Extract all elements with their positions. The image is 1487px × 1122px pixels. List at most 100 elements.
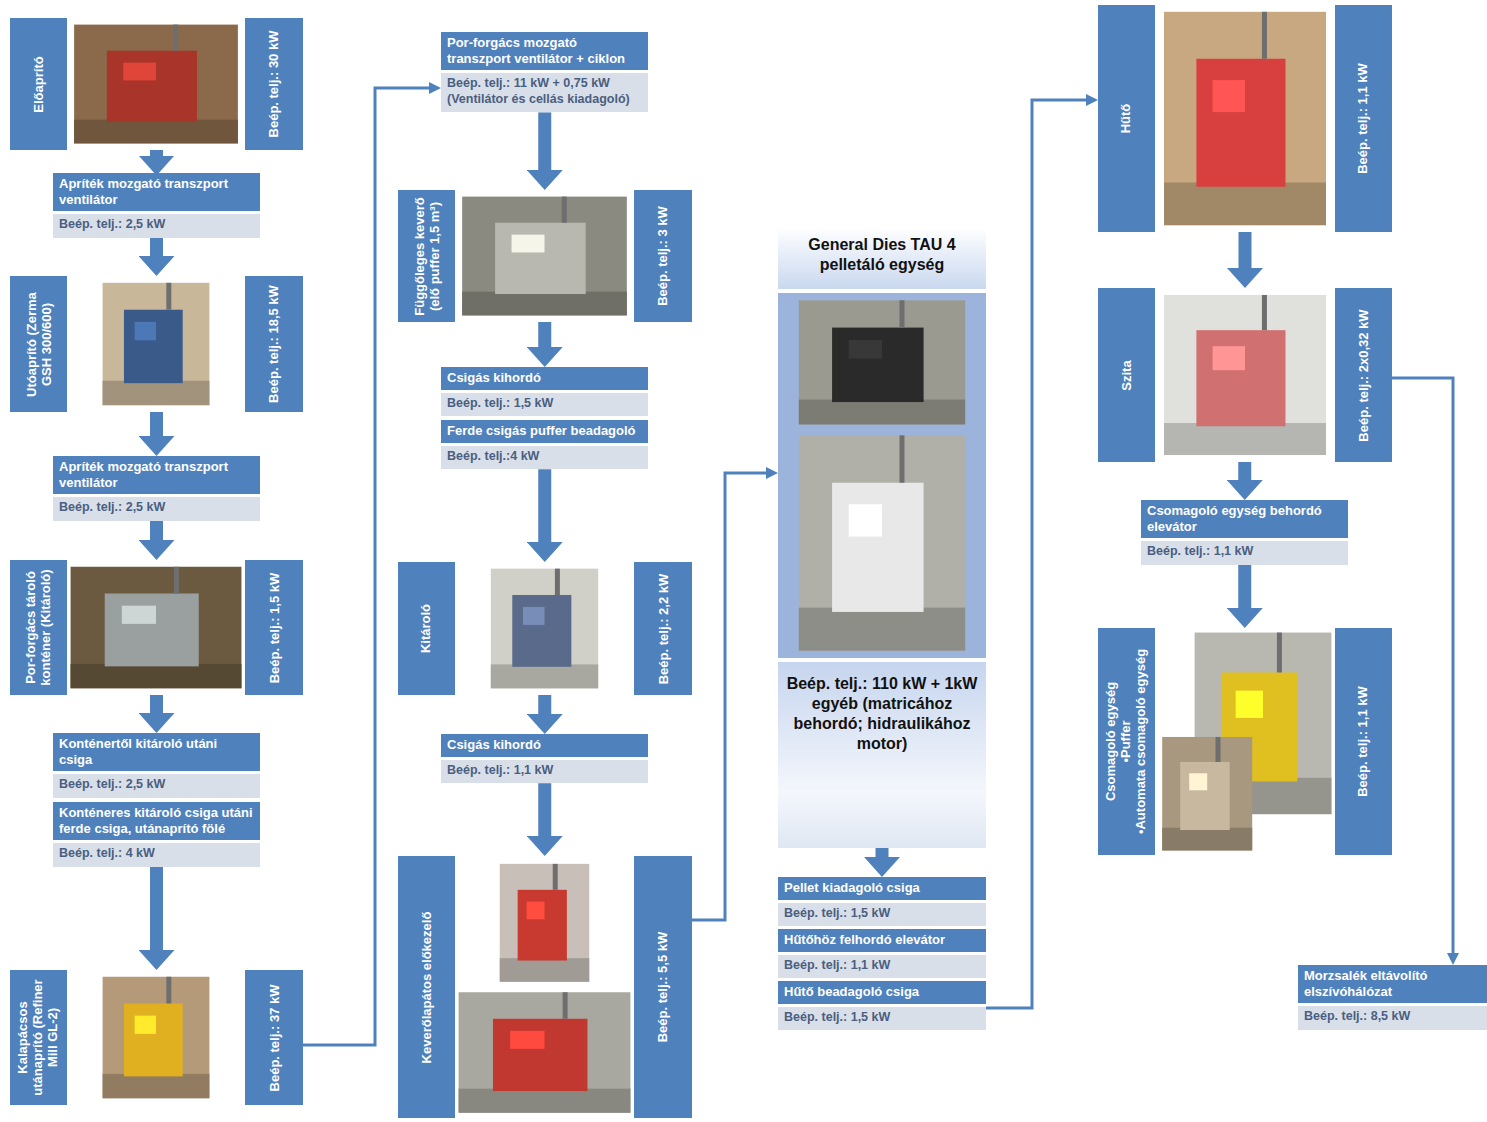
rotated-label: Keverőlapátos előkezelő: [398, 861, 455, 1113]
flow-arrow: [538, 469, 551, 548]
power-cell: Beép. telj.: 1,5 kW: [245, 560, 303, 695]
power-rating: Beép. telj.: 4 kW: [53, 843, 260, 867]
photo-frame: [67, 970, 245, 1105]
flow-arrow: [150, 238, 163, 262]
rotated-label: Beép. telj.: 18,5 kW: [245, 281, 303, 407]
step-title: Morzsalék eltávolító elszívóhálózat: [1298, 965, 1487, 1003]
rotated-label: Beép. telj.: 30 kW: [245, 23, 303, 145]
photo-frame: [67, 560, 245, 695]
process-step: Apríték mozgató transzport ventilátorBeé…: [53, 456, 260, 521]
flow-arrow: [150, 695, 163, 719]
power-rating: Beép. telj.: 1,1 kW: [1356, 63, 1371, 174]
equipment-box: Kalapácsos utánaprító (Refiner Mill GL-2…: [10, 970, 303, 1105]
flow-arrow: [538, 322, 551, 353]
flow-arrow: [150, 867, 163, 956]
rotated-label: Utóaprító (Zerma GSH 300/600): [10, 281, 67, 407]
step-title: Csomagoló egység behordó elevátor: [1141, 500, 1348, 538]
equipment-name: Szita: [1119, 360, 1134, 390]
photo-frame: [1155, 288, 1335, 462]
routed-arrow: [692, 473, 768, 920]
step-title: Csigás kihordó: [441, 734, 648, 757]
process-step: Konténertől kitároló utáni csigaBeép. te…: [53, 733, 260, 798]
photo-frame: [67, 276, 245, 412]
equipment-name: Utóaprító (Zerma GSH 300/600): [24, 281, 54, 407]
equipment-name: Por-forgács tároló konténer (Kitároló): [24, 565, 54, 690]
equipment-name: Kitároló: [419, 604, 434, 653]
process-step: Konténeres kitároló csiga utáni ferde cs…: [53, 802, 260, 867]
photo-layer: [67, 276, 245, 412]
process-step: Csigás kihordóBeép. telj.: 1,1 kW: [441, 734, 648, 783]
flow-arrow: [538, 695, 551, 720]
rotated-label: Beép. telj.: 3 kW: [634, 195, 692, 317]
power-cell: Beép. telj.: 30 kW: [245, 18, 303, 150]
power-cell: Beép. telj.: 1,1 kW: [1335, 5, 1392, 232]
equipment-photo: [459, 992, 631, 1113]
equipment-photo: [799, 300, 965, 424]
pelletizer-unit: General Dies TAU 4 pelletáló egységBeép.…: [778, 227, 986, 848]
equipment-photo: [1162, 737, 1252, 850]
power-rating: Beép. telj.: 110 kW + 1kW egyéb (matricá…: [778, 658, 986, 848]
photo-layer: [67, 560, 245, 695]
step-title: Ferde csigás puffer beadagoló: [441, 420, 648, 443]
label-cell: Utóaprító (Zerma GSH 300/600): [10, 276, 67, 412]
routed-arrow: [986, 100, 1088, 1008]
rotated-label: Hűtő: [1098, 10, 1155, 227]
process-step: Csigás kihordóBeép. telj.: 1,5 kW: [441, 367, 648, 416]
equipment-box: ElőaprítóBeép. telj.: 30 kW: [10, 18, 303, 150]
power-rating: Beép. telj.: 1,1 kW: [1356, 686, 1371, 797]
step-title: Pellet kiadagoló csiga: [778, 877, 986, 900]
rotated-label: Por-forgács tároló konténer (Kitároló): [10, 565, 67, 690]
flow-arrow: [150, 521, 163, 546]
power-rating: Beép. telj.: 1,5 kW: [441, 393, 648, 417]
process-step: Ferde csigás puffer beadagolóBeép. telj.…: [441, 420, 648, 469]
power-rating: Beép. telj.: 37 kW: [267, 984, 282, 1091]
power-rating: Beép. telj.: 1,1 kW: [1141, 541, 1348, 565]
equipment-photo: [799, 435, 965, 650]
power-rating: Beép. telj.: 2,5 kW: [53, 774, 260, 798]
flow-arrow: [1239, 232, 1252, 274]
label-cell: Kitároló: [398, 562, 455, 695]
label-cell: Függőleges keverő (elő puffer 1,5 m³): [398, 190, 455, 322]
power-cell: Beép. telj.: 1,1 kW: [1335, 628, 1392, 855]
equipment-name: •Automata csomagoló egység: [1134, 649, 1149, 834]
step-title: Apríték mozgató transzport ventilátor: [53, 173, 260, 211]
equipment-name: Kalapácsos utánaprító (Refiner Mill GL-2…: [16, 975, 61, 1100]
power-cell: Beép. telj.: 5,5 kW: [634, 856, 692, 1118]
equipment-photo: [103, 977, 210, 1099]
process-step: Morzsalék eltávolító elszívóhálózatBeép.…: [1298, 965, 1487, 1030]
power-cell: Beép. telj.: 2,2 kW: [634, 562, 692, 695]
flow-arrow: [1238, 462, 1251, 486]
power-rating: Beép. telj.: 1,5 kW: [267, 572, 282, 683]
step-title: Konténeres kitároló csiga utáni ferde cs…: [53, 802, 260, 840]
equipment-photo: [74, 25, 238, 144]
equipment-box: Kitároló Beép. telj.: 2,2 kW: [398, 562, 692, 695]
equipment-box: Keverőlapátos előkezelő Beép. telj.: 5,5 …: [398, 856, 692, 1118]
photo-layer: [1155, 628, 1335, 855]
flow-arrow: [1238, 565, 1251, 614]
power-rating: Beép. telj.: 3 kW: [656, 206, 671, 306]
rotated-label: Kalapácsos utánaprító (Refiner Mill GL-2…: [10, 975, 67, 1100]
power-cell: Beép. telj.: 2x0,32 kW: [1335, 288, 1392, 462]
equipment-photo: [1164, 295, 1326, 455]
photo-layer: [778, 293, 986, 658]
power-rating: Beép. telj.:4 kW: [441, 446, 648, 470]
rotated-label: Beép. telj.: 1,5 kW: [245, 565, 303, 690]
process-step: Pellet kiadagoló csigaBeép. telj.: 1,5 k…: [778, 877, 986, 926]
power-cell: Beép. telj.: 3 kW: [634, 190, 692, 322]
photo-frame: [1155, 628, 1335, 855]
equipment-photo: [71, 567, 242, 689]
flow-arrow: [150, 412, 163, 442]
power-rating: Beép. telj.: 1,1 kW: [778, 955, 986, 979]
power-rating: Beép. telj.: 18,5 kW: [267, 285, 282, 403]
flow-arrow: [538, 112, 551, 176]
rotated-label: Beép. telj.: 1,1 kW: [1335, 10, 1392, 227]
process-step: Apríték mozgató transzport ventilátorBeé…: [53, 173, 260, 238]
equipment-photo: [103, 283, 210, 405]
flow-arrow: [876, 848, 889, 863]
label-cell: Hűtő: [1098, 5, 1155, 232]
flow-arrow: [150, 150, 163, 162]
power-rating: Beép. telj.: 5,5 kW: [656, 932, 671, 1043]
power-rating: Beép. telj.: 1,1 kW: [441, 760, 648, 784]
equipment-name: Csomagoló egység: [1104, 682, 1119, 801]
